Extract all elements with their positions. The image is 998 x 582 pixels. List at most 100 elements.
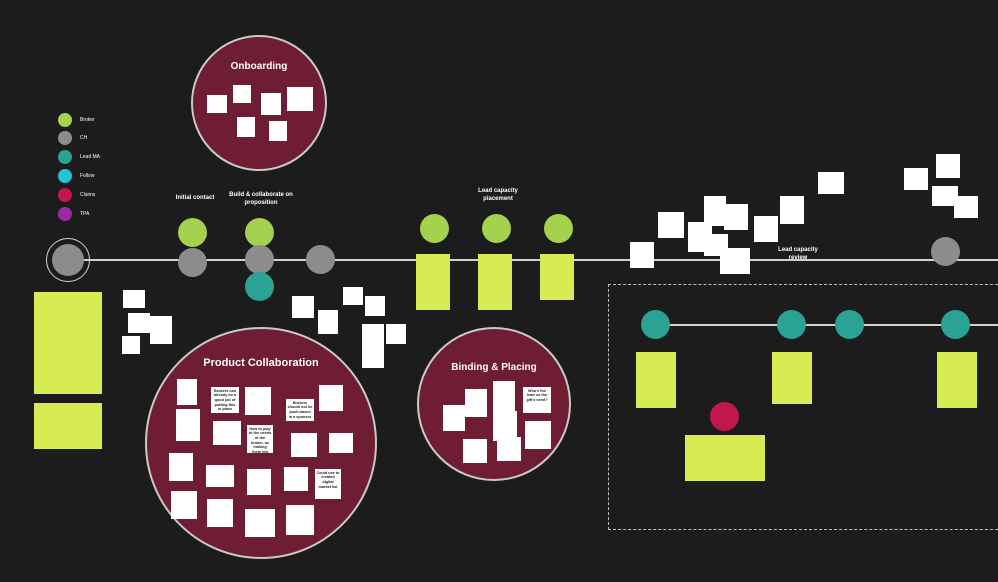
binding-sticky <box>493 411 517 441</box>
sticky-note <box>128 313 150 333</box>
note-review-2 <box>772 352 812 404</box>
binding-sticky <box>497 437 521 461</box>
product-sticky <box>171 491 197 519</box>
node-broker-initial[interactable] <box>178 218 207 247</box>
product-sticky <box>284 467 308 491</box>
legend-label: CH <box>80 135 88 141</box>
product-big-note: Could use to created digital market list <box>315 469 341 499</box>
note-broker-overview <box>34 292 102 394</box>
product-sticky <box>291 433 317 457</box>
sticky-note <box>150 316 172 344</box>
start-node-ring[interactable] <box>46 238 90 282</box>
node-broker-build[interactable] <box>245 218 274 247</box>
binding-sticky <box>463 439 487 463</box>
start-node <box>52 244 84 276</box>
node-lead-ma-build[interactable] <box>245 272 274 301</box>
onboarding-sticky <box>261 93 281 115</box>
product-big-note: How to play to the needs of the broker, … <box>247 425 273 453</box>
legend-dot-lead-ma <box>58 150 72 164</box>
journey-timeline <box>68 259 998 261</box>
review-sticky <box>780 196 804 224</box>
binding-sticky <box>525 421 551 449</box>
onboarding-sticky <box>207 95 227 113</box>
binding-sticky <box>465 389 487 417</box>
review-sticky <box>904 168 928 190</box>
note-review-3 <box>937 352 977 408</box>
product-sticky <box>207 499 233 527</box>
product-sticky <box>177 379 197 405</box>
product-sticky <box>247 469 271 495</box>
product-sticky <box>206 465 234 487</box>
product-sticky <box>245 387 271 415</box>
legend-item-follow: Follow <box>58 169 94 183</box>
review-sticky <box>936 154 960 178</box>
node-ch-proposition[interactable] <box>306 245 335 274</box>
sticky-note <box>343 287 363 305</box>
legend-label: Lead MA <box>80 154 101 160</box>
node-broker-placement-1[interactable] <box>420 214 449 243</box>
review-sticky <box>954 196 978 218</box>
review-sticky <box>754 216 778 242</box>
review-sticky <box>658 212 684 238</box>
review-sticky <box>630 242 654 268</box>
node-review-lead-ma-2[interactable] <box>777 310 806 339</box>
sticky-note <box>362 324 384 350</box>
product-big-note: Brokers should not be push-based in a sp… <box>286 399 314 421</box>
legend-item-tpa: TPA <box>58 207 89 221</box>
node-review-lead-ma-1[interactable] <box>641 310 670 339</box>
stage-label-initial-contact: Initial contact <box>175 195 215 201</box>
note-review-1 <box>636 352 676 408</box>
product-sticky <box>245 509 275 537</box>
product-sticky <box>329 433 353 453</box>
node-broker-placement-2[interactable] <box>482 214 511 243</box>
product-collaboration-cluster: Product Collaboration Brokers can alread… <box>145 327 377 559</box>
legend-dot-tpa <box>58 207 72 221</box>
sticky-note <box>318 310 338 334</box>
sticky-note <box>122 336 140 354</box>
sticky-note <box>365 296 385 316</box>
product-sticky <box>169 453 193 481</box>
review-sticky <box>818 172 844 194</box>
binding-sticky <box>493 381 515 411</box>
legend-label: Claims <box>80 192 96 198</box>
stage-label-build-collaborate: Build & collaborate on proposition <box>229 192 293 206</box>
node-ch-build[interactable] <box>245 245 274 274</box>
review-sticky <box>724 204 748 230</box>
note-review-claims <box>685 435 765 481</box>
review-big-note <box>720 248 750 274</box>
binding-sticky <box>443 405 465 431</box>
product-collaboration-title: Product Collaboration <box>203 357 319 369</box>
legend-label: Broker <box>80 117 95 123</box>
stage-label-lead-capacity-review: Lead capacity review <box>778 247 818 261</box>
note-placement-2 <box>478 254 512 310</box>
product-sticky <box>286 505 314 535</box>
legend-label: Follow <box>80 173 95 179</box>
product-sticky <box>213 421 241 445</box>
sticky-note <box>386 324 406 344</box>
node-ch-review[interactable] <box>931 237 960 266</box>
sticky-note <box>362 350 384 368</box>
legend-item-claims: Claims <box>58 188 95 202</box>
sticky-note <box>292 296 314 318</box>
binding-placing-title: Binding & Placing <box>451 362 537 373</box>
product-sticky <box>176 409 200 441</box>
legend-item-ch: CH <box>58 131 87 145</box>
note-placement-1 <box>416 254 450 310</box>
legend-label: TPA <box>80 211 90 217</box>
onboarding-sticky <box>269 121 287 141</box>
legend-dot-broker <box>58 113 72 127</box>
legend-dot-follow <box>58 169 72 183</box>
binding-placing-cluster: Binding & Placing Who's the lead on the … <box>417 327 571 481</box>
note-placement-3 <box>540 254 574 300</box>
node-review-lead-ma-4[interactable] <box>941 310 970 339</box>
stage-label-lead-capacity-placement: Lead capacity placement <box>478 188 518 202</box>
node-review-lead-ma-3[interactable] <box>835 310 864 339</box>
product-sticky <box>319 385 343 411</box>
node-ch-initial[interactable] <box>178 248 207 277</box>
node-broker-placement-3[interactable] <box>544 214 573 243</box>
onboarding-title: Onboarding <box>230 61 288 72</box>
sticky-note <box>123 290 145 308</box>
onboarding-sticky <box>233 85 251 103</box>
node-review-claims[interactable] <box>710 402 739 431</box>
onboarding-sticky <box>237 117 255 137</box>
